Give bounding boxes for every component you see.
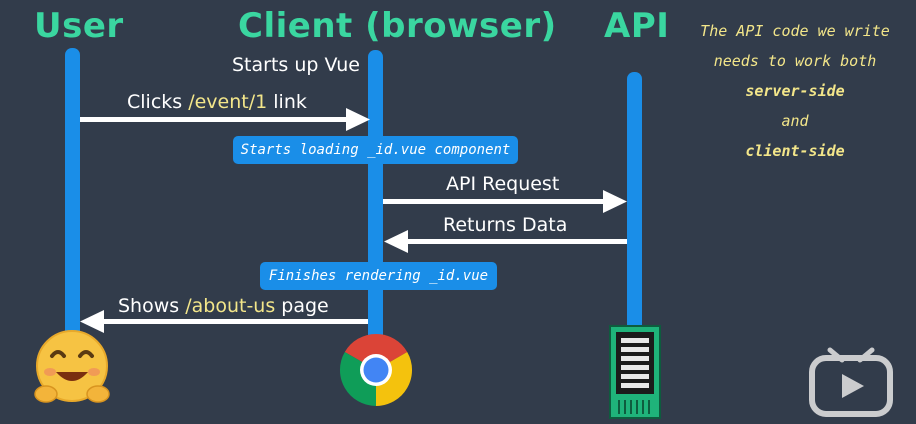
api-lifeline (627, 72, 642, 334)
clicks-link-label: Clicks /event/1 link (127, 91, 307, 113)
user-column-title: User (34, 6, 124, 46)
hugging-face-emoji-icon (34, 330, 110, 403)
starts-up-vue-label: Starts up Vue (232, 54, 360, 76)
note-server-side: server-side (745, 82, 845, 100)
finishes-rendering-badge: Finishes rendering _id.vue (260, 262, 497, 290)
note-and: and (781, 112, 809, 130)
starts-loading-component-badge: Starts loading _id.vue component (233, 136, 518, 164)
note-line-2: needs to work both (713, 52, 877, 70)
shows-path: /about-us (185, 295, 276, 317)
arrow-returns-data (384, 230, 627, 253)
arrow-shows-page (80, 310, 368, 333)
returns-data-label: Returns Data (443, 214, 568, 236)
arrow-clicks-link (80, 108, 370, 131)
note-line-1: The API code we write (700, 22, 890, 40)
api-request-label: API Request (446, 173, 560, 195)
chrome-logo-icon (339, 333, 413, 406)
client-column-title: Client (browser) (238, 6, 557, 46)
user-lifeline (65, 48, 80, 338)
clicks-prefix: Clicks (127, 91, 189, 113)
client-lifeline (368, 50, 383, 342)
shows-page-label: Shows /about-us page (118, 295, 329, 317)
server-icon (609, 325, 661, 419)
arrow-api-request (383, 190, 627, 213)
clicks-path: /event/1 (188, 91, 268, 113)
shows-suffix: page (275, 295, 329, 317)
clicks-suffix: link (267, 91, 307, 113)
api-column-title: API (604, 6, 670, 46)
shows-prefix: Shows (118, 295, 186, 317)
note-client-side: client-side (745, 142, 845, 160)
tv-play-icon (809, 347, 893, 417)
